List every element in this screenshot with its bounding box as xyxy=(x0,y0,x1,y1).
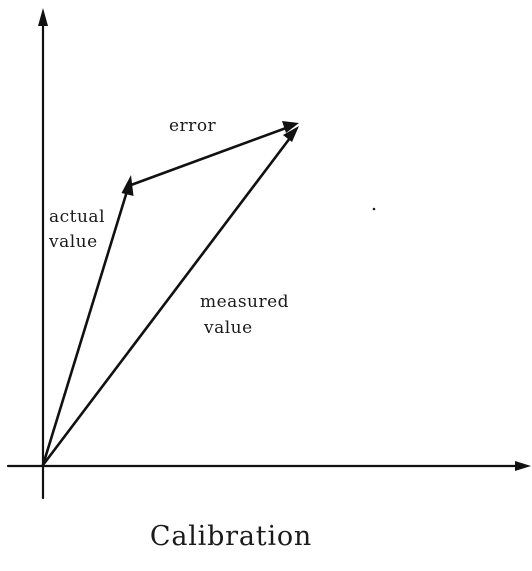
scan-speck xyxy=(372,207,376,211)
error-label: error xyxy=(169,116,217,136)
measured-value-vector xyxy=(41,136,292,467)
y-axis-arrowhead xyxy=(38,8,48,26)
actual-value-label-line1: actual xyxy=(49,207,105,227)
actual-value-vector xyxy=(41,186,130,467)
actual-value-label-line2: value xyxy=(48,232,98,252)
measured-value-arrowhead xyxy=(283,126,299,142)
diagram-caption: Calibration xyxy=(150,521,312,552)
error-arrowhead xyxy=(282,121,299,133)
x-axis-arrowhead xyxy=(515,461,531,471)
measured-value-label-line2: value xyxy=(203,318,253,338)
actual-value-arrowhead xyxy=(121,175,134,196)
error-vector xyxy=(129,126,288,187)
measured-value-label-line1: measured xyxy=(200,292,289,312)
